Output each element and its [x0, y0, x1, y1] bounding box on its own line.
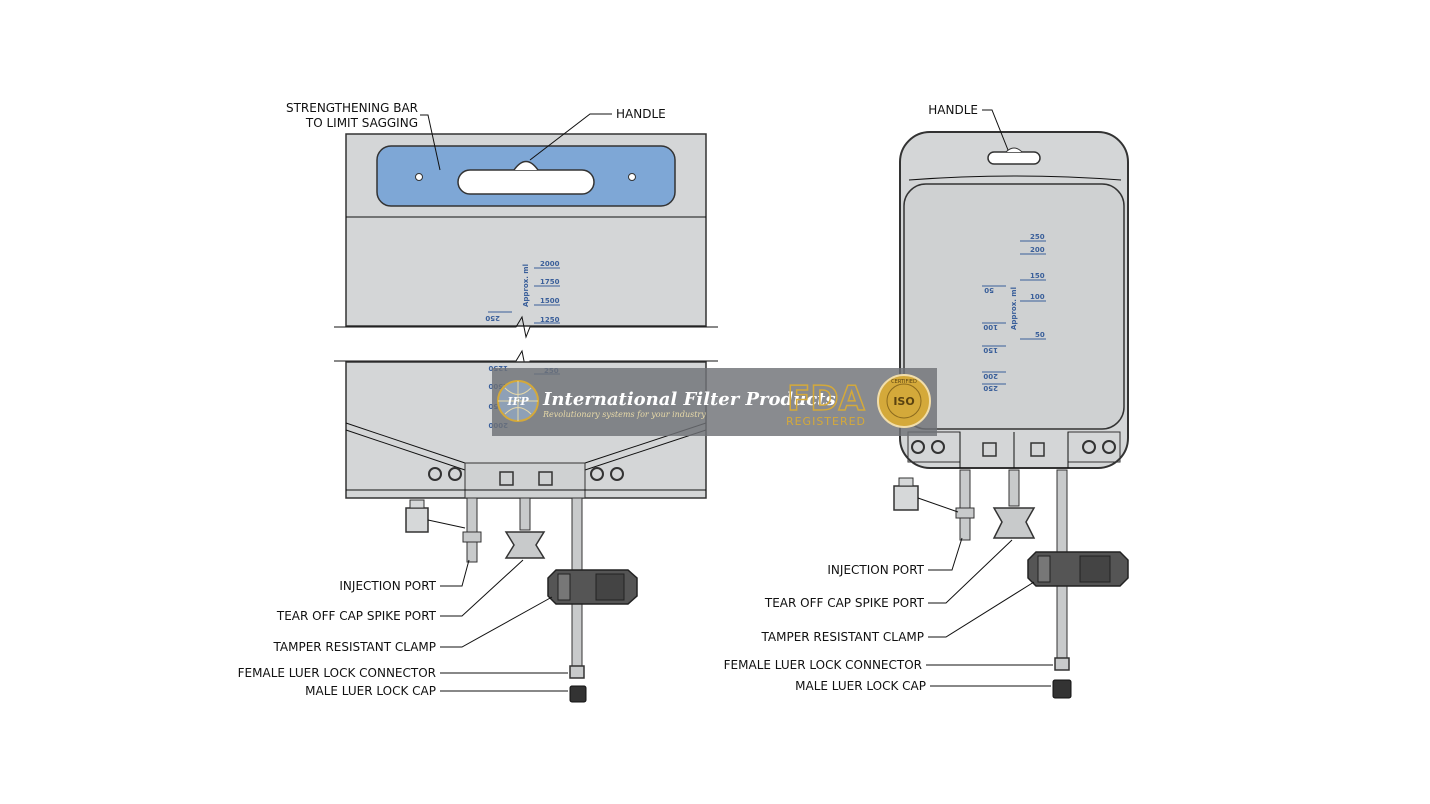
- left-scale-1250: 1250: [540, 316, 560, 324]
- left-tear-off-label: TEAR OFF CAP SPIKE PORT: [276, 609, 437, 623]
- right-tear-off-label: TEAR OFF CAP SPIKE PORT: [764, 596, 925, 610]
- right-scale-rot-200: 200: [983, 372, 998, 380]
- right-female-luer: [1054, 657, 1070, 671]
- right-bag: 250 200 150 100 50 Approx. ml 50 100 150…: [893, 131, 1129, 699]
- right-injection-port-label: INJECTION PORT: [827, 563, 924, 577]
- left-scale-1750: 1750: [540, 278, 560, 286]
- right-scale-250: 250: [1030, 233, 1045, 241]
- left-scale-1500: 1500: [540, 297, 560, 305]
- right-injection-cap: [893, 485, 919, 511]
- left-spike-cap: [504, 531, 546, 559]
- right-scale-100: 100: [1030, 293, 1045, 301]
- iso-certified: CERTIFIED: [891, 379, 917, 385]
- left-handle-slot: [457, 169, 595, 195]
- break-line-top: [334, 315, 718, 339]
- bar-rivet-right: [628, 173, 636, 181]
- right-tube-injection: [959, 469, 971, 509]
- right-handle-slot: [987, 151, 1041, 165]
- right-scale-rot-100: 100: [983, 323, 998, 331]
- left-scale-2000: 2000: [540, 260, 560, 268]
- left-injection-cap: [405, 507, 429, 533]
- right-bag-inner: [903, 183, 1125, 430]
- right-scale-50: 50: [1035, 331, 1045, 339]
- left-female-luer-label: FEMALE LUER LOCK CONNECTOR: [238, 666, 436, 680]
- right-scale-rot-150: 150: [983, 346, 998, 354]
- right-scale-rot-250: 250: [983, 384, 998, 392]
- left-strengthening-label-2: TO LIMIT SAGGING: [305, 116, 418, 130]
- right-male-cap: [1052, 679, 1072, 699]
- left-injection-port-label: INJECTION PORT: [339, 579, 436, 593]
- right-male-luer-label: MALE LUER LOCK CAP: [795, 679, 926, 693]
- left-tube-spike: [519, 497, 531, 531]
- right-spike-cap: [992, 507, 1036, 539]
- left-scale-upper: 2000 1750 1500 1250 Approx. ml 250: [485, 260, 560, 324]
- left-female-luer: [569, 665, 585, 679]
- right-tube-spike: [1008, 469, 1020, 507]
- break-line-bottom: [334, 349, 718, 373]
- right-handle-label: HANDLE: [928, 103, 978, 117]
- left-male-cap: [569, 685, 587, 703]
- right-scale-150: 150: [1030, 272, 1045, 280]
- fda-registered: REGISTERED: [786, 415, 866, 428]
- left-tube-injection: [466, 497, 478, 533]
- company-tagline: Revolutionary systems for your industry: [542, 410, 706, 419]
- left-scale-rot-250: 250: [485, 314, 500, 322]
- iso-badge: ISO CERTIFIED: [877, 374, 931, 428]
- right-tamper-clamp-label: TAMPER RESISTANT CLAMP: [761, 630, 925, 644]
- left-strengthening-label: STRENGTHENING BAR: [286, 101, 418, 115]
- ifp-logo-text: IFP: [506, 395, 529, 408]
- left-male-luer-label: MALE LUER LOCK CAP: [305, 684, 436, 698]
- fda-text: FDA: [787, 379, 865, 419]
- left-tamper-clamp-label: TAMPER RESISTANT CLAMP: [273, 640, 437, 654]
- right-scale-200: 200: [1030, 246, 1045, 254]
- left-handle-label: HANDLE: [616, 107, 666, 121]
- iso-text: ISO: [893, 395, 914, 408]
- bar-rivet-left: [415, 173, 423, 181]
- watermark-banner: IFP International Filter Products Revolu…: [492, 368, 937, 436]
- right-female-luer-label: FEMALE LUER LOCK CONNECTOR: [724, 658, 922, 672]
- right-scale-axis: Approx. ml: [1010, 287, 1018, 330]
- right-scale: 250 200 150 100 50 Approx. ml 50 100 150…: [982, 233, 1046, 392]
- right-scale-rot-50: 50: [984, 286, 994, 294]
- company-name: International Filter Products: [542, 389, 836, 410]
- left-scale-axis: Approx. ml: [522, 264, 530, 307]
